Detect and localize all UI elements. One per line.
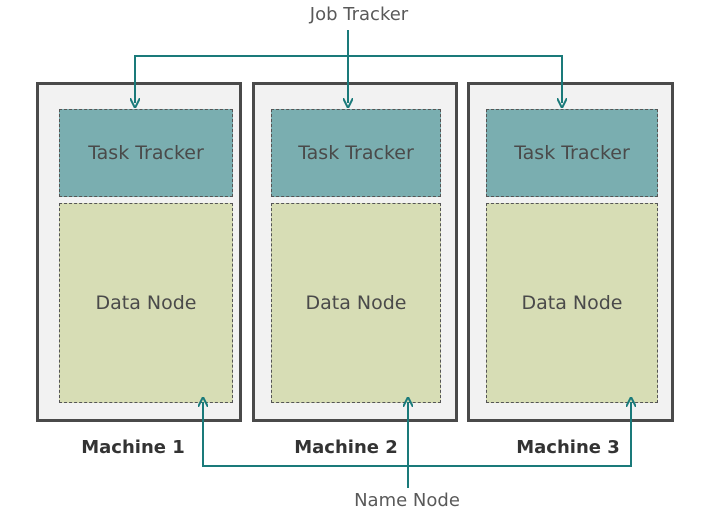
machine-2-label: Machine 2 bbox=[294, 437, 398, 458]
name-node-label: Name Node bbox=[354, 490, 460, 511]
machine-3-label: Machine 3 bbox=[516, 437, 620, 458]
job-tracker-label: Job Tracker bbox=[309, 4, 409, 25]
machine-2-task-tracker: Task Tracker bbox=[271, 109, 441, 197]
machine-3-task-tracker: Task Tracker bbox=[486, 109, 658, 197]
job-tracker-connector bbox=[135, 30, 562, 103]
machine-3-data-node: Data Node bbox=[486, 203, 658, 403]
machine-1-data-node: Data Node bbox=[59, 203, 233, 403]
name-node-connector bbox=[203, 402, 631, 488]
machine-3: Task Tracker Data Node bbox=[467, 82, 674, 422]
machine-1-label: Machine 1 bbox=[81, 437, 185, 458]
machine-2-data-node: Data Node bbox=[271, 203, 441, 403]
machine-1: Task Tracker Data Node bbox=[36, 82, 242, 422]
machine-1-task-tracker: Task Tracker bbox=[59, 109, 233, 197]
machine-2: Task Tracker Data Node bbox=[252, 82, 458, 422]
